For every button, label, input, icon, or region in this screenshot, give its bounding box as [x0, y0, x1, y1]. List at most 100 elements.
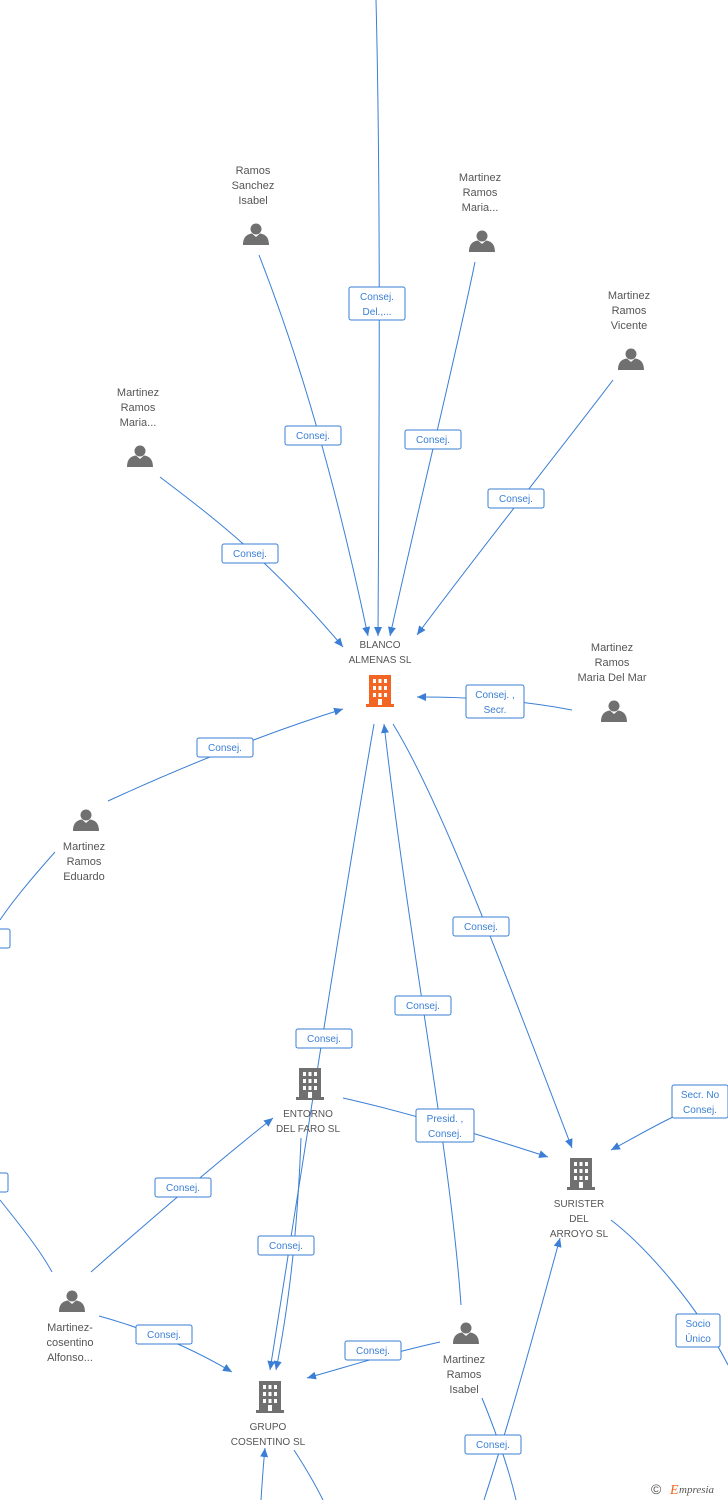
edge-label-text: Consej.: [147, 1330, 181, 1341]
node-mr-maria-1[interactable]: MartinezRamosMaria...: [459, 172, 501, 252]
edge-label-text: Consej.: [476, 1440, 510, 1451]
node-label-line: ALMENAS SL: [349, 655, 412, 666]
edge-label-box: [452, 916, 510, 937]
edge-label-mr-eduardo[interactable]: Consej.: [196, 737, 254, 758]
node-label-line: Martinez: [459, 172, 501, 184]
edge-label-isabel-blanco[interactable]: Consej.: [394, 995, 452, 1016]
person-icon: [73, 809, 99, 831]
edge-grupo-to-bottom: [293, 1449, 324, 1500]
person-icon: [618, 348, 644, 370]
edge-label-ramos-sanchez[interactable]: Consej.: [284, 425, 342, 446]
person-icon: [601, 700, 627, 722]
node-label-line: Isabel: [449, 1384, 478, 1396]
node-mc-alfonso[interactable]: Martinez-cosentinoAlfonso...: [46, 1290, 94, 1365]
edge-bottom-to-surister: [483, 1237, 562, 1500]
edge-label-text: Consej.: [360, 292, 394, 303]
node-label-line: SURISTER: [554, 1199, 605, 1210]
edge-label-offscreen-left-1[interactable]: [0, 928, 11, 949]
edge-label-top[interactable]: Consej.Del.,...: [348, 286, 406, 321]
brand-name: mpresia: [679, 1484, 715, 1496]
edge-label-box: [415, 1108, 475, 1143]
edge-label-box: [295, 1028, 353, 1049]
edge-label-text: Consej.: [356, 1346, 390, 1357]
edge-labels: Consej.Del.,...Consej.Consej.Consej.Cons…: [0, 286, 728, 1455]
building-icon: [567, 1158, 595, 1190]
node-label-line: Vicente: [611, 320, 648, 332]
node-label-line: Maria...: [120, 417, 157, 429]
edge-label-text: Consej.: [233, 549, 267, 560]
node-label-line: Martinez-: [47, 1322, 93, 1334]
edge-label-text: Consej.: [428, 1129, 462, 1140]
edge-label-text: Consej.: [464, 922, 498, 933]
edge-bottom-to-grupo: [260, 1447, 269, 1500]
edge-label-bottom-surister[interactable]: Consej.: [464, 1434, 522, 1455]
node-label-line: COSENTINO SL: [231, 1437, 306, 1448]
building-icon: [366, 675, 394, 707]
edge-label-text: Secr. No: [681, 1090, 720, 1101]
edge-label-mr-maria-1[interactable]: Consej.: [404, 429, 462, 450]
node-label-line: cosentino: [46, 1337, 93, 1349]
copyright-symbol: ©: [651, 1481, 662, 1497]
edge-label-box: [257, 1235, 315, 1256]
edge-label-box: [284, 425, 342, 446]
person-icon: [453, 1322, 479, 1344]
node-label-line: Alfonso...: [47, 1352, 93, 1364]
node-label-line: Ramos: [121, 402, 156, 414]
edge-label-box: [196, 737, 254, 758]
edge-label-box: [487, 488, 545, 509]
edge-label-blanco-surister[interactable]: Consej.: [452, 916, 510, 937]
edge-blanco-to-surister: [392, 723, 573, 1149]
edge-label-text: Consej.: [406, 1001, 440, 1012]
node-label-line: Martinez: [63, 841, 105, 853]
edge-label-isabel-grupo[interactable]: Consej.: [344, 1340, 402, 1361]
edge-secr-no-to-surister: [610, 1115, 676, 1151]
person-icon: [469, 230, 495, 252]
node-label-line: Eduardo: [63, 871, 105, 883]
edge-label-box: [394, 995, 452, 1016]
edge-label-box: [671, 1084, 728, 1119]
edge-label-text: Consej. ,: [475, 690, 514, 701]
brand-initial: E: [669, 1483, 679, 1498]
node-label-line: Sanchez: [232, 180, 275, 192]
building-icon: [256, 1381, 284, 1413]
node-label-line: Martinez: [608, 290, 650, 302]
edge-label-mr-maria-2[interactable]: Consej.: [221, 543, 279, 564]
building-icon: [296, 1068, 324, 1100]
edge-label-mr-mariadelmar[interactable]: Consej. ,Secr.: [465, 684, 525, 719]
edge-left-to-alfonso: [0, 1199, 53, 1273]
edge-label-text: Consej.: [499, 494, 533, 505]
edge-label-mr-vicente[interactable]: Consej.: [487, 488, 545, 509]
node-mr-maria-2[interactable]: MartinezRamosMaria...: [117, 387, 159, 467]
edge-label-box: [154, 1177, 212, 1198]
edge-label-text: Consej.: [296, 431, 330, 442]
edge-label-entorno-surister[interactable]: Presid. ,Consej.: [415, 1108, 475, 1143]
edge-label-box: [464, 1434, 522, 1455]
node-label-line: Ramos: [463, 187, 498, 199]
node-label-line: Isabel: [238, 195, 267, 207]
edge-label-entorno-grupo[interactable]: Consej.: [257, 1235, 315, 1256]
edge-mr-eduardo-to-left: [0, 851, 56, 921]
node-label-line: Martinez: [117, 387, 159, 399]
node-label-line: Ramos: [595, 657, 630, 669]
edge-label-alfonso-entorno[interactable]: Consej.: [154, 1177, 212, 1198]
brand-logo: © E mpresia: [651, 1481, 715, 1498]
edge-label-box: [404, 429, 462, 450]
edge-label-text: Consej.: [269, 1241, 303, 1252]
edge-label-box: [344, 1340, 402, 1361]
edge-label-blanco-grupo[interactable]: Consej.: [295, 1028, 353, 1049]
edge-label-alfonso-grupo[interactable]: Consej.: [135, 1324, 193, 1345]
edge-label-box: [675, 1313, 721, 1348]
edge-label-offscreen-left-2[interactable]: [0, 1172, 9, 1193]
